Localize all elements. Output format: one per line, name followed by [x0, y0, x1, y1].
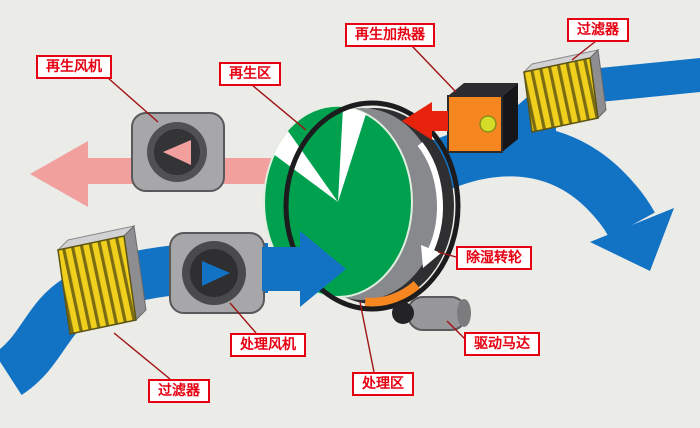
regeneration-heater [447, 83, 518, 153]
label-regeneration-zone: 再生区 [219, 62, 281, 86]
filter-pleated-face [523, 57, 599, 133]
label-dehumidification-wheel: 除湿转轮 [456, 246, 532, 270]
filter-pleated-face [57, 235, 137, 335]
process-fan-flow-icon [202, 261, 230, 286]
hot-air-arrow [402, 102, 448, 140]
label-filter-bottom: 过滤器 [148, 379, 210, 403]
leader-processing-zone [359, 301, 375, 373]
rotation-arrow [417, 142, 443, 252]
leader-dehumidification-wheel [437, 251, 457, 258]
label-processing-zone: 处理区 [352, 372, 414, 396]
label-regeneration-heater: 再生加热器 [345, 23, 435, 47]
wheel-heated-rim [364, 280, 423, 311]
inlet-filter [56, 224, 147, 335]
leader-filter-top [571, 40, 597, 61]
label-regeneration-fan: 再生风机 [36, 55, 112, 79]
leader-regeneration-zone [251, 84, 307, 131]
heater-top-face [448, 83, 518, 96]
leader-processing-fan [229, 302, 257, 334]
motor-end-cap [457, 299, 471, 327]
label-drive-motor: 驱动马达 [464, 332, 540, 356]
process-air-outlet-arrow [383, 124, 674, 271]
rotation-arrowhead [421, 245, 441, 268]
drive-belt [283, 100, 461, 312]
outlet-arrowhead [590, 208, 674, 271]
leader-drive-motor [446, 320, 467, 341]
outlet-arrow-band [383, 124, 655, 238]
processing-fan [169, 232, 265, 314]
label-filter-top: 过滤器 [567, 18, 629, 42]
leader-filter-bottom [113, 332, 171, 380]
label-processing-fan: 处理风机 [230, 333, 306, 357]
regeneration-fan [131, 112, 225, 192]
leader-lines [107, 40, 597, 380]
regeneration-filter [522, 48, 607, 133]
process-air-inlet-arrowhead [262, 231, 346, 307]
drive-motor [392, 296, 471, 331]
leader-regeneration-heater [411, 45, 457, 93]
regen-fan-flow-icon [163, 140, 191, 165]
heater-side-face [502, 83, 518, 152]
heater-indicator-lamp [479, 115, 497, 133]
regeneration-sector-inner [288, 106, 343, 202]
motor-pulley [392, 302, 414, 324]
leader-regeneration-fan [107, 77, 159, 123]
